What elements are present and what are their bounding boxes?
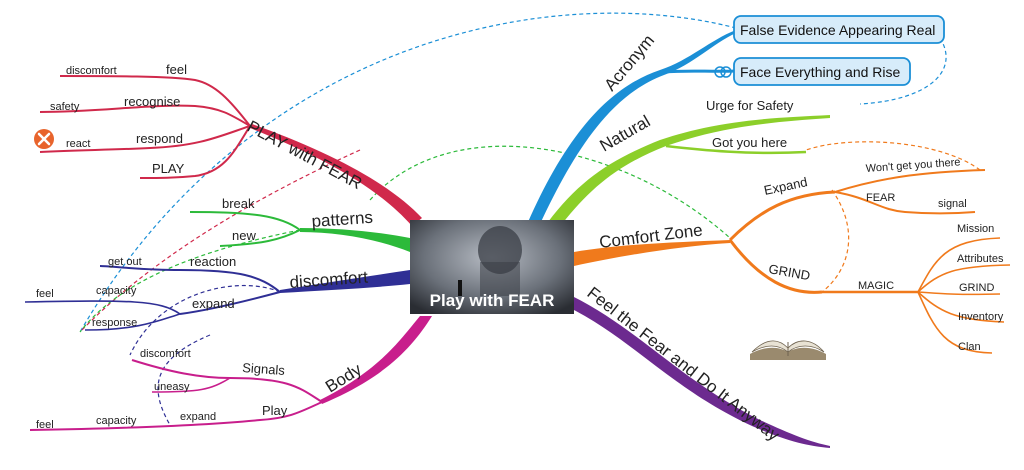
magic-item-mission: Mission [957, 223, 994, 235]
patterns-item-new: new [232, 228, 256, 243]
discomfort-response: response [92, 317, 137, 329]
branch-break [189, 211, 301, 231]
branch-recognise [39, 104, 251, 127]
branch-fear [834, 191, 976, 215]
magic-item-inventory: Inventory [958, 311, 1004, 323]
branch-mission [917, 237, 1001, 293]
play-item-recognise: recognise [124, 94, 180, 109]
branch-patterns [300, 228, 410, 252]
branch-grind [728, 239, 823, 294]
relation-expand-body [157, 334, 211, 426]
branch-inventory [917, 291, 1005, 323]
magic-item-clan: Clan [958, 341, 981, 353]
branch-feel-d [24, 300, 181, 315]
feel-fear-label: Feel the Fear and Do It Anyway [584, 283, 784, 445]
branch-expand [179, 291, 281, 315]
relation-patterns-response [79, 229, 301, 333]
branch-clan [917, 291, 993, 354]
person-silhouette [458, 280, 462, 296]
relation-play-response [79, 149, 361, 333]
play-item-respond: respond [136, 131, 183, 146]
branch-play [250, 124, 422, 226]
play-sub-react: react [66, 138, 90, 150]
fear-label: FEAR [866, 192, 895, 204]
play-with-fear-label: PLAY with FEAR [244, 117, 365, 193]
branch-expand [728, 190, 836, 242]
play-item-play: PLAY [152, 161, 185, 176]
discomfort-expand: expand [192, 296, 235, 311]
center-title: Play with FEAR [430, 291, 555, 310]
acronym-box-1[interactable] [733, 15, 945, 44]
relation-acronym-response [79, 12, 737, 333]
ghost-body [480, 262, 520, 296]
body-uneasy: uneasy [154, 381, 190, 393]
patterns-label: patterns [311, 208, 374, 231]
discomfort-capacity: capacity [96, 285, 137, 297]
branch-attributes [917, 264, 1011, 293]
grind-label: GRIND [767, 261, 811, 283]
patterns-item-break: break [222, 196, 255, 211]
open-book-icon [750, 340, 826, 360]
branch-response [84, 313, 181, 331]
play-sub-discomfort: discomfort [66, 65, 117, 77]
acronym-item-2: Face Everything and Rise [740, 64, 901, 80]
branch-natural-got [665, 144, 807, 155]
acronym-box-2[interactable] [733, 57, 911, 86]
body-expand: expand [180, 411, 216, 423]
body-discomfort: discomfort [140, 348, 191, 360]
branch-feel [59, 75, 251, 127]
discomfort-reaction: reaction [190, 254, 236, 269]
expand-label: Expand [763, 174, 809, 198]
branch-playleaf [139, 125, 251, 179]
acronym-item-1: False Evidence Appearing Real [740, 22, 935, 38]
natural-item-1: Urge for Safety [706, 98, 794, 113]
relation-expand-grind [821, 189, 850, 293]
relation-discomfort-body [129, 284, 281, 356]
relation-expand-natural [805, 141, 981, 171]
branch-new [219, 229, 301, 247]
body-feel: feel [36, 419, 54, 431]
magic-label: MAGIC [858, 280, 894, 292]
close-icon[interactable] [34, 129, 54, 149]
signal-label: signal [938, 198, 967, 210]
magic-item-attributes: Attributes [957, 253, 1004, 265]
relation-patterns-comfort [369, 145, 731, 239]
branch-grind-item [917, 291, 1001, 296]
play-item-feel: feel [166, 62, 187, 77]
branch-wont [834, 169, 986, 193]
branch-uneasy [151, 377, 231, 393]
branch-natural [548, 115, 830, 224]
body-signals: Signals [242, 360, 286, 378]
branch-reaction [99, 265, 281, 293]
play-sub-safety: safety [50, 101, 80, 113]
branch-feel-fear [566, 296, 830, 448]
branch-respond [39, 125, 251, 153]
branch-discomfort [280, 270, 410, 293]
natural-item-2: Got you here [712, 135, 787, 150]
branch-body [320, 316, 432, 404]
branch-acronym [528, 30, 736, 224]
discomfort-feel: feel [36, 288, 54, 300]
branch-comfort [574, 240, 730, 266]
center-node[interactable]: Play with FEAR [410, 220, 574, 314]
body-play: Play [262, 403, 288, 418]
branch-acronym-rise [663, 69, 737, 74]
branch-play-body [29, 401, 323, 431]
magic-item-grind: GRIND [959, 282, 995, 294]
body-capacity: capacity [96, 415, 137, 427]
discomfort-get-out: get out [108, 256, 142, 268]
link-icon [714, 66, 732, 78]
